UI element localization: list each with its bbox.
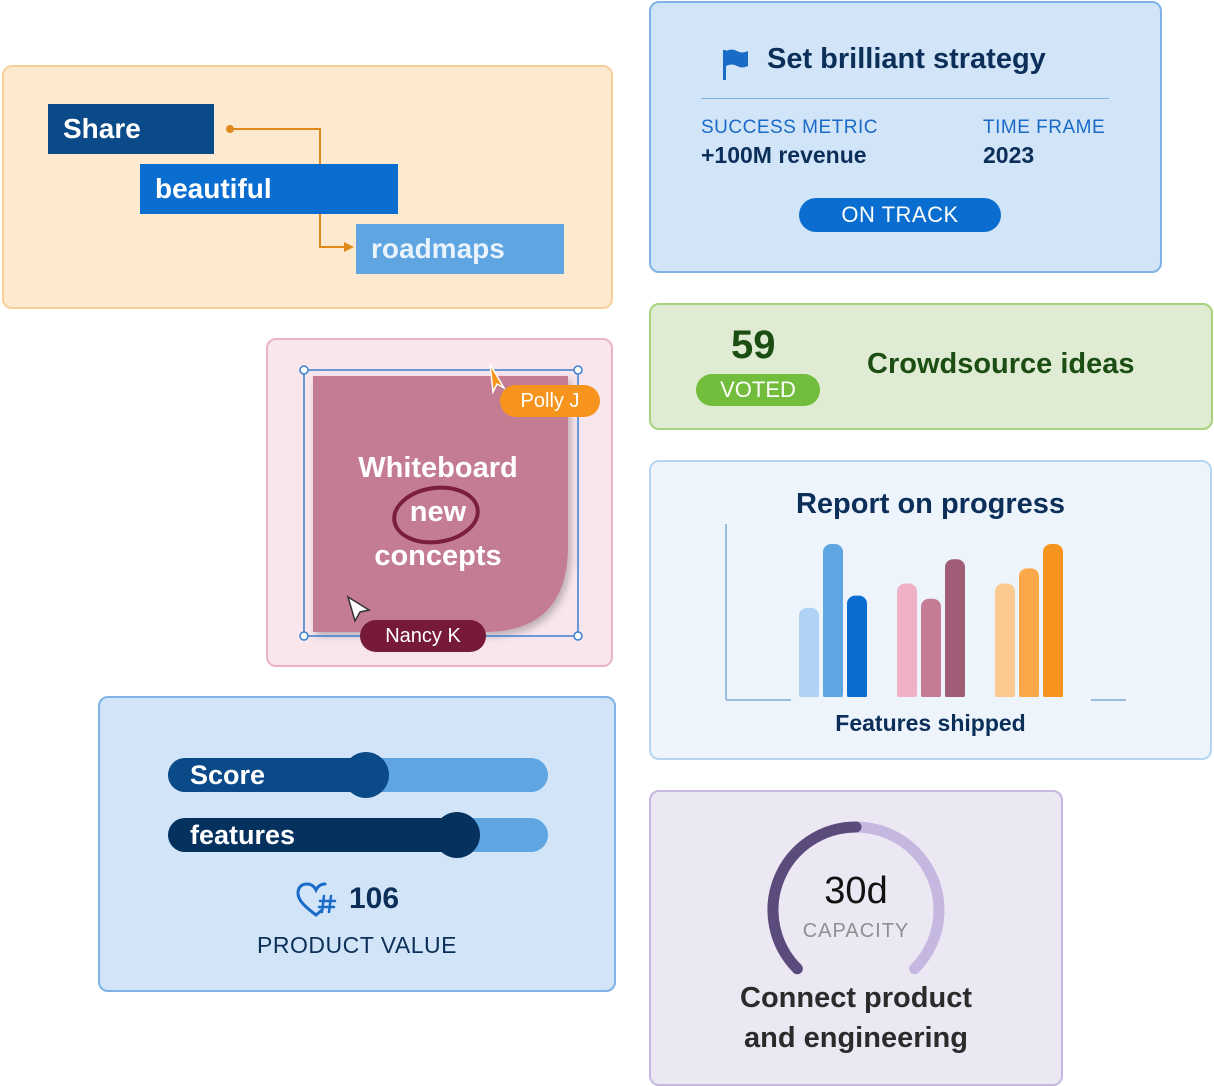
progress-title: Report on progress — [795, 488, 1066, 520]
bar-group1-series2 — [823, 544, 843, 702]
score-slider-label: Score — [190, 760, 266, 790]
success-metric-value: +100M revenue — [701, 142, 867, 168]
time-frame-label: TIME FRAME — [983, 117, 1106, 138]
bar-group2-series2 — [921, 598, 941, 702]
capacity-label: CAPACITY — [802, 920, 910, 942]
heart-hash-icon — [296, 882, 337, 917]
capacity-gauge — [767, 821, 945, 975]
strategy-title: Set brilliant strategy — [767, 43, 1046, 75]
progress-bar-chart — [725, 524, 1126, 705]
x-axis-label: Features shipped — [835, 710, 1026, 736]
vote-count: 59 — [731, 323, 776, 367]
capacity-card: 30d CAPACITY Connect product and enginee… — [649, 790, 1063, 1086]
strategy-divider — [701, 98, 1109, 99]
success-metric-label: SUCCESS METRIC — [701, 117, 878, 138]
whiteboard-card: Whiteboard new concepts Polly J Nancy K — [266, 338, 613, 667]
circle-doodle — [392, 485, 480, 545]
features-slider[interactable]: features — [168, 812, 548, 858]
bar-group2-series1 — [897, 583, 917, 702]
cursor-polly-icon — [489, 363, 507, 395]
capacity-heading-line1: Connect product — [740, 982, 972, 1014]
roadmap-bar-roadmaps[interactable]: roadmaps — [356, 224, 564, 274]
strategy-card: Set brilliant strategy SUCCESS METRIC +1… — [649, 1, 1162, 273]
cursor-label-polly: Polly J — [500, 385, 600, 417]
features-slider-fill — [168, 818, 467, 852]
cursor-label-nancy: Nancy K — [360, 620, 486, 652]
voted-badge[interactable]: VOTED — [696, 374, 820, 406]
status-badge[interactable]: ON TRACK — [799, 198, 1001, 232]
bar-group3-series3 — [1043, 544, 1063, 702]
features-slider-label: features — [190, 820, 296, 850]
bar-group3-series2 — [1019, 568, 1039, 702]
features-slider-handle[interactable] — [433, 812, 480, 858]
progress-card: Report on progress Features shipped — [649, 460, 1212, 760]
crowdsource-title: Crowdsource ideas — [867, 348, 1135, 380]
score-slider[interactable]: Score — [168, 752, 548, 798]
sticky-note-graphic — [299, 363, 583, 641]
sticky-note — [313, 376, 568, 632]
note-text-line2: new — [409, 496, 467, 528]
capacity-value: 30d — [824, 870, 888, 912]
bar-group3-series1 — [995, 583, 1015, 702]
cursor-nancy-icon — [346, 595, 371, 623]
score-slider-handle[interactable] — [342, 752, 389, 798]
roadmap-bar-beautiful[interactable]: beautiful — [140, 164, 398, 214]
gauge-fill — [767, 821, 862, 975]
bar-group2-series3 — [945, 559, 965, 702]
score-slider-fill — [168, 758, 376, 792]
score-card: Score features 106 PRODUCT VALUE — [98, 696, 616, 992]
product-value-number: 106 — [349, 882, 400, 915]
note-text-line1: Whiteboard — [358, 452, 518, 484]
bar-group1-series1 — [799, 607, 819, 702]
bar-group1-series3 — [847, 595, 867, 702]
crowdsource-card: 59 VOTED Crowdsource ideas — [649, 303, 1213, 430]
product-value-label: PRODUCT VALUE — [257, 932, 457, 958]
roadmap-bar-share[interactable]: Share — [48, 104, 214, 154]
bar-baseline-cover — [791, 697, 1091, 705]
note-text-line3: concepts — [374, 540, 502, 572]
roadmap-card: Share beautiful roadmaps — [2, 65, 613, 309]
capacity-heading-line2: and engineering — [744, 1022, 968, 1054]
flag-icon — [723, 49, 748, 80]
time-frame-value: 2023 — [983, 142, 1035, 168]
